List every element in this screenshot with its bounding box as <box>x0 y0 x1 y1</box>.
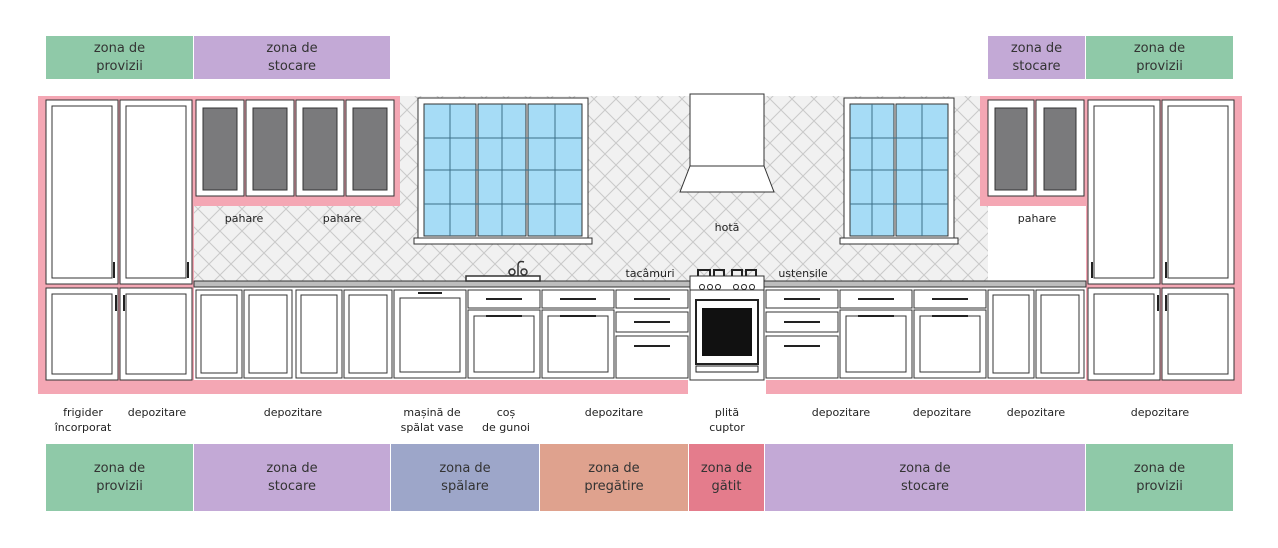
top-zone-provizii-left: zona de provizii <box>46 36 193 79</box>
bottom-zone-stocare-right: zona de stocare <box>765 444 1085 511</box>
bottom-zone-provizii-left: zona de provizii <box>46 444 193 511</box>
upper-cabinets-right <box>987 99 1085 197</box>
range-oven <box>689 269 765 381</box>
window-left <box>413 97 593 245</box>
sink-faucet <box>465 260 541 282</box>
bottom-zone-spalare: zona de spălare <box>391 444 539 511</box>
label-depozitare-6: depozitare <box>1006 406 1066 419</box>
bottom-zone-gatit: zona de gătit <box>689 444 764 511</box>
label-ustensile: ustensile <box>778 267 828 280</box>
label-depozitare-7: depozitare <box>1130 406 1190 419</box>
label-frigider: frigider încorporat <box>54 406 112 434</box>
window-right <box>839 97 959 245</box>
countertop <box>193 280 1087 288</box>
pink-band-base-right <box>766 380 1242 394</box>
label-pahare-2: pahare <box>322 212 362 225</box>
top-zone-stocare-left: zona de stocare <box>194 36 390 79</box>
label-hota: hotă <box>714 221 740 234</box>
label-depozitare-4: depozitare <box>811 406 871 419</box>
bottom-zone-pregatire: zona de pregătire <box>540 444 688 511</box>
label-masina-spalat: mașină de spălat vase <box>400 406 464 434</box>
label-plita-cuptor: plită cuptor <box>709 406 745 434</box>
upper-cabinets-left <box>195 99 395 197</box>
pink-band-base-left <box>38 380 688 394</box>
bottom-zone-stocare-left: zona de stocare <box>194 444 390 511</box>
label-cos-gunoi: coș de gunoi <box>482 406 530 434</box>
label-pahare-3: pahare <box>1017 212 1057 225</box>
label-pahare-1: pahare <box>224 212 264 225</box>
label-depozitare-2: depozitare <box>263 406 323 419</box>
bottom-zone-provizii-right: zona de provizii <box>1086 444 1233 511</box>
label-depozitare-5: depozitare <box>912 406 972 419</box>
tall-cabinets-left <box>45 99 193 381</box>
label-tacamuri: tacâmuri <box>625 267 675 280</box>
top-zone-provizii-right: zona de provizii <box>1086 36 1233 79</box>
top-zone-stocare-right: zona de stocare <box>988 36 1085 79</box>
base-cabinets <box>195 289 1085 379</box>
label-depozitare-1: depozitare <box>127 406 187 419</box>
tall-cabinets-right <box>1087 99 1235 381</box>
label-depozitare-3: depozitare <box>584 406 644 419</box>
range-hood <box>679 93 775 193</box>
